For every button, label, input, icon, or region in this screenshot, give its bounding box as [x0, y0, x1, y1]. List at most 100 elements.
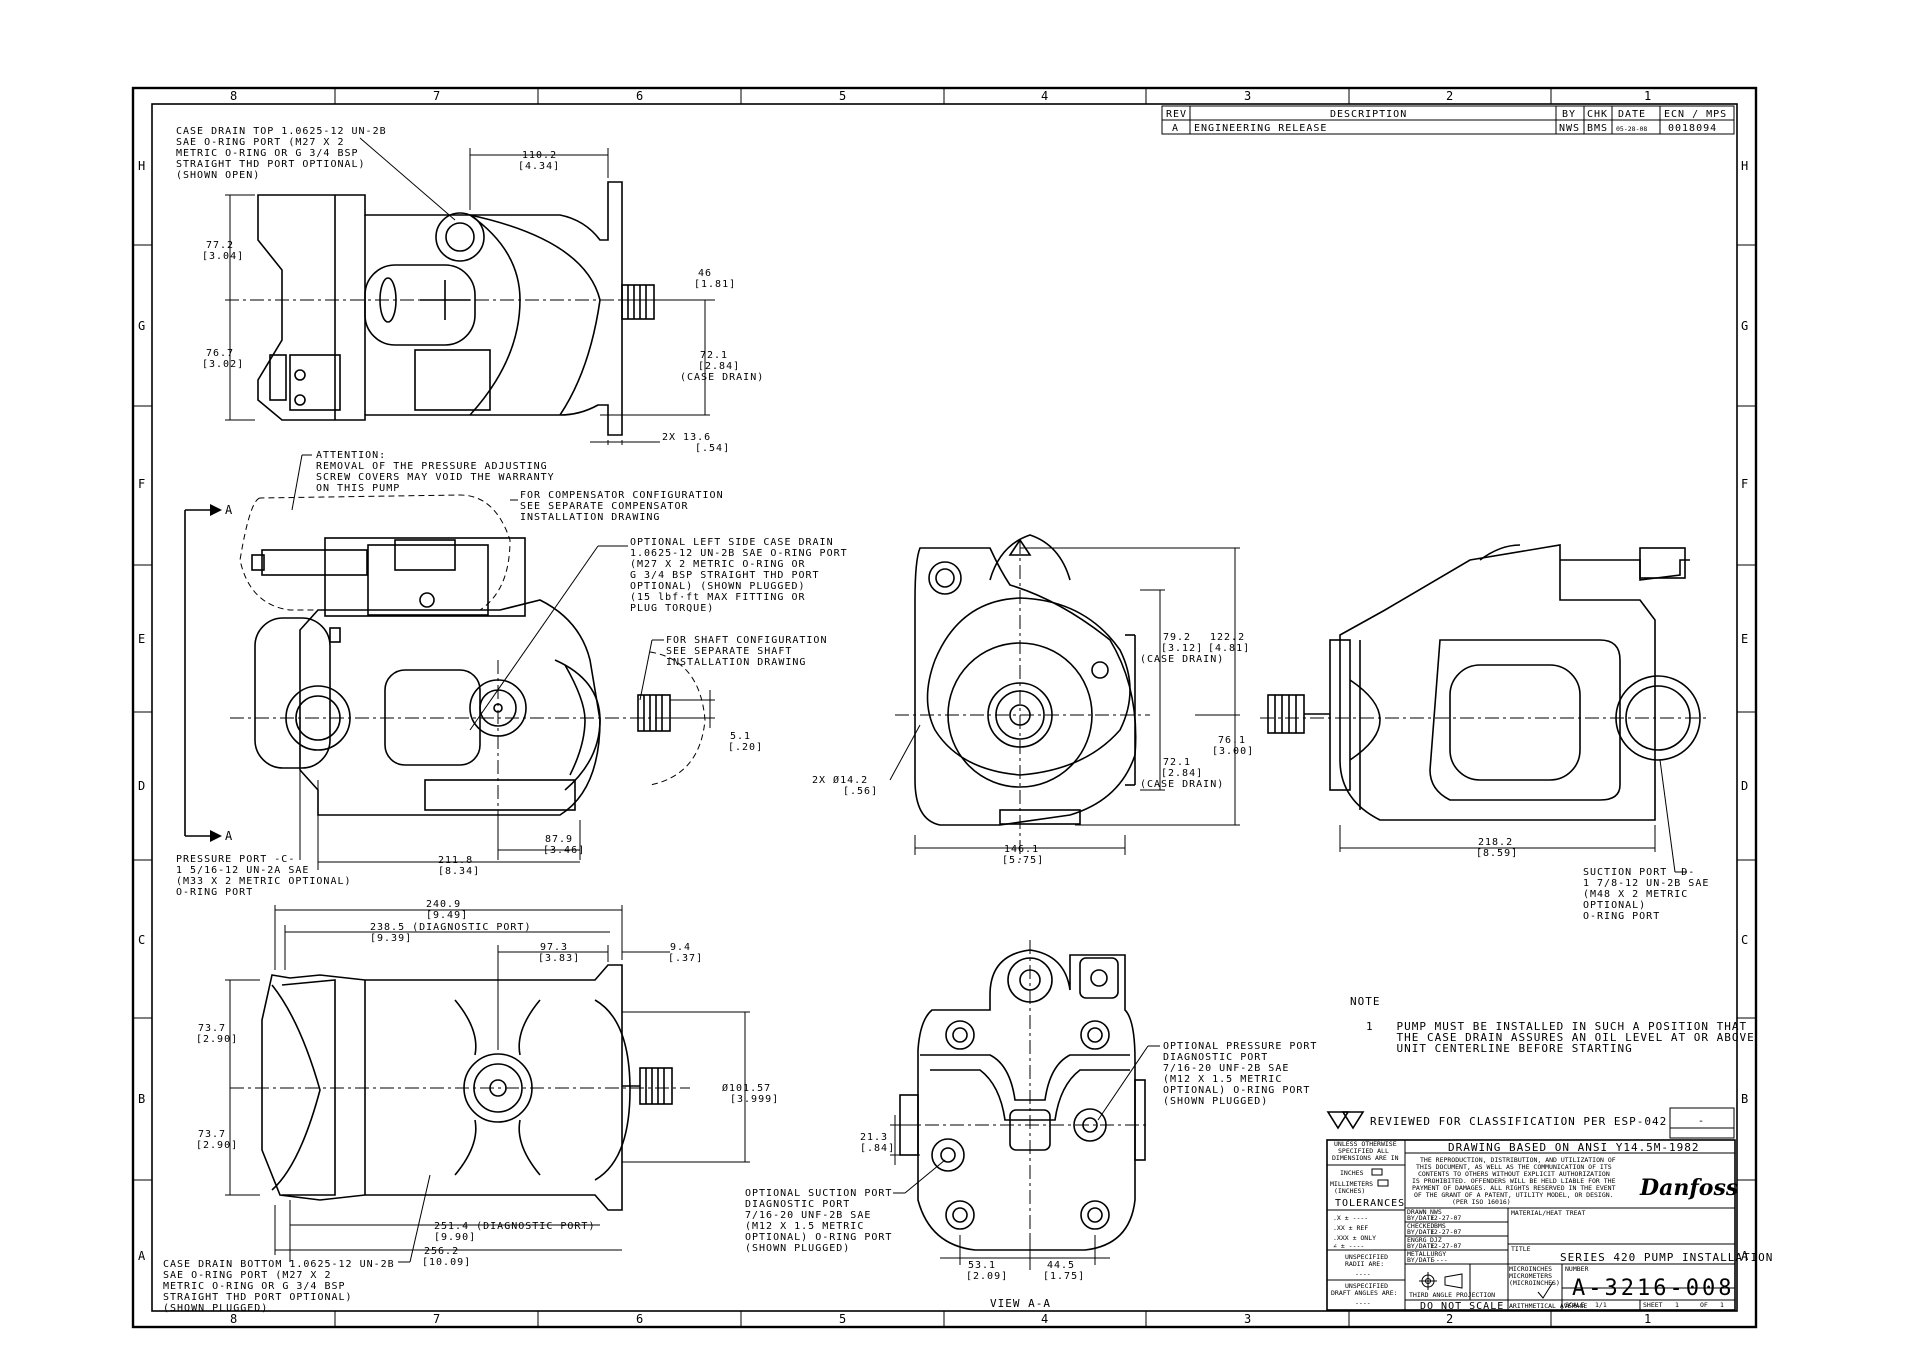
projection-label: THIRD ANGLE PROJECTION [1409, 1291, 1495, 1299]
top-view: CASE DRAIN TOP 1.0625-12 UN-2B SAE O-RIN… [176, 126, 764, 454]
finish-l1: MICROINCHES [1509, 1265, 1552, 1273]
legal-l5: PAYMENT OF DAMAGES. ALL RIGHTS RESERVED … [1412, 1184, 1616, 1192]
dim-87-9: 87.9 [545, 834, 573, 845]
rev-header-date: DATE [1618, 109, 1646, 120]
opt-suction-note-l5: OPTIONAL) O-RING PORT [745, 1232, 892, 1243]
tol-row-2: .XX ± REF [1333, 1224, 1368, 1232]
opt-suction-note-l1: OPTIONAL SUCTION PORT [745, 1188, 892, 1199]
zone-row-a-right: A [1741, 1249, 1749, 1263]
case-drain-bottom-note-l2: SAE O-RING PORT (M27 X 2 [163, 1270, 332, 1281]
view-a-a-caption: VIEW A-A [990, 1297, 1051, 1310]
bottom-view: 240.9 [9.49] 238.5 (DIAGNOSTIC PORT) [9.… [163, 899, 778, 1314]
unless-l2: SPECIFIED ALL [1338, 1147, 1389, 1155]
metallurgy-label: METALLURGY [1407, 1250, 1446, 1258]
zone-col-5-bottom: 5 [839, 1312, 846, 1326]
drawn-date: 12-27-07 [1430, 1214, 1461, 1222]
rev-header-rev: REV [1166, 109, 1187, 120]
metallurgy-bydate: BY/DATE [1407, 1256, 1434, 1264]
dim-44-5-in: [1.75] [1043, 1271, 1085, 1282]
engrg-by: DJZ [1430, 1236, 1442, 1244]
left-drain-note-l6: (15 lbf·ft MAX FITTING OR [630, 592, 806, 603]
view-a-a-outline [899, 949, 1146, 1251]
zone-col-2-bottom: 2 [1446, 1312, 1453, 1326]
sheet-border: 8 7 6 5 4 3 2 1 8 7 6 5 4 3 2 1 H G F E … [131, 86, 1758, 1329]
draft-l2: DRAFT ANGLES ARE: [1331, 1289, 1398, 1297]
sheet-number: 1 [1675, 1301, 1679, 1309]
dim-238-5-in: [9.39] [370, 933, 412, 944]
pressure-port-note-l3: (M33 X 2 METRIC OPTIONAL) [176, 876, 352, 887]
opt-pressure-note-l2: DIAGNOSTIC PORT [1163, 1052, 1268, 1063]
opt-suction-note-l6: (SHOWN PLUGGED) [745, 1243, 850, 1254]
dim-46: 46 [698, 268, 712, 279]
opt-pressure-note-l6: (SHOWN PLUGGED) [1163, 1096, 1268, 1107]
zone-row-h-left: H [138, 159, 145, 173]
dim-73-7-top: 73.7 [198, 1023, 226, 1034]
dim-101-57: Ø101.57 [722, 1082, 771, 1094]
dim-72-1-note: (CASE DRAIN) [680, 372, 764, 383]
zone-row-g-left: G [138, 319, 145, 333]
dim-110-2-in: [4.34] [518, 161, 560, 172]
front-view: A A ATTENTION: REMOVAL OF THE PRESSURE A… [176, 450, 848, 898]
zone-row-b-left: B [138, 1092, 145, 1106]
zone-row-d-right: D [1741, 779, 1748, 793]
metallurgy-value: ---- [1432, 1256, 1448, 1264]
left-drain-note-l2: 1.0625-12 UN-2B SAE O-RING PORT [630, 548, 848, 559]
dim-218-2-in: [8.59] [1476, 848, 1518, 859]
dim-218-2: 218.2 [1478, 837, 1513, 848]
shaft-note-l1: FOR SHAFT CONFIGURATION [666, 635, 827, 646]
checked-bydate: BY/DATE [1407, 1228, 1434, 1236]
left-drain-note-l1: OPTIONAL LEFT SIDE CASE DRAIN [630, 537, 834, 548]
projection-symbol-icon [1419, 1272, 1463, 1290]
draft-l3: ---- [1355, 1299, 1371, 1307]
notes-block: NOTE 1 PUMP MUST BE INSTALLED IN SUCH A … [1350, 995, 1755, 1055]
radii-l1: UNSPECIFIED [1345, 1253, 1388, 1261]
dim-238-5: 238.5 (DIAGNOSTIC PORT) [370, 922, 531, 933]
dim-21-3-in: [.84] [860, 1143, 895, 1154]
engrg-date: 12-27-07 [1430, 1242, 1461, 1250]
unless-l1: UNLESS OTHERWISE [1334, 1140, 1397, 1148]
shaft-note-l3: INSTALLATION DRAWING [666, 657, 806, 668]
end-view-outline [914, 534, 1137, 826]
opt-suction-note-l2: DIAGNOSTIC PORT [745, 1199, 850, 1210]
units-inches-checkbox [1371, 1168, 1383, 1176]
rev-value-description: ENGINEERING RELEASE [1194, 123, 1327, 134]
dim-72-1b: 72.1 [1163, 757, 1191, 768]
view-a-a: OPTIONAL PRESSURE PORT DIAGNOSTIC PORT 7… [745, 940, 1317, 1310]
zone-col-8-bottom: 8 [230, 1312, 237, 1326]
shaft-note-l2: SEE SEPARATE SHAFT [666, 646, 792, 657]
zone-col-6-bottom: 6 [636, 1312, 643, 1326]
case-drain-top-note-l5: (SHOWN OPEN) [176, 170, 260, 181]
section-mark-a-top: A [225, 503, 233, 517]
legal-l1: THE REPRODUCTION, DISTRIBUTION, AND UTIL… [1420, 1156, 1616, 1164]
zone-col-1-top: 1 [1644, 89, 1651, 103]
zone-col-7-top: 7 [433, 89, 440, 103]
zone-col-7-bottom: 7 [433, 1312, 440, 1326]
dim-79-2-note: (CASE DRAIN) [1140, 654, 1224, 665]
dim-72-1b-note: (CASE DRAIN) [1140, 779, 1224, 790]
title-block: REVIEWED FOR CLASSIFICATION PER ESP-042 … [1326, 1107, 1772, 1312]
dim-77-2-in: [3.04] [202, 251, 244, 262]
units-mm: MILLIMETERS [1330, 1180, 1373, 1188]
dim-76-1-in: [3.00] [1212, 746, 1254, 757]
dim-122-2: 122.2 [1210, 632, 1245, 643]
sheet-total: 1 [1720, 1301, 1724, 1309]
opt-pressure-note-l3: 7/16-20 UNF-2B SAE [1163, 1063, 1289, 1074]
checked-date: 12-27-07 [1430, 1228, 1461, 1236]
dim-13-6-in: [.54] [695, 443, 730, 454]
right-view: 218.2 [8.59] SUCTION PORT -D- 1 7/8-12 U… [1260, 544, 1710, 922]
rev-header-description: DESCRIPTION [1330, 109, 1407, 120]
end-view: 79.2 [3.12] (CASE DRAIN) 122.2 [4.81] 72… [812, 534, 1254, 866]
dim-211-8: 211.8 [438, 855, 473, 866]
rev-value-by: NWS [1559, 123, 1580, 134]
dim-76-7: 76.7 [206, 348, 234, 359]
opt-pressure-note-l1: OPTIONAL PRESSURE PORT [1163, 1041, 1317, 1052]
radii-l3: ---- [1355, 1270, 1371, 1278]
finish-l3: (MICROINCHES) [1509, 1279, 1560, 1287]
drawn-label: DRAWN [1407, 1208, 1427, 1216]
dim-240-9: 240.9 [426, 899, 461, 910]
note-1-l2: THE CASE DRAIN ASSURES AN OIL LEVEL AT O… [1366, 1031, 1755, 1044]
case-drain-top-note-l2: SAE O-RING PORT (M27 X 2 [176, 137, 345, 148]
right-view-outline [1267, 544, 1701, 821]
front-view-outline [251, 537, 671, 816]
compensator-note-l2: SEE SEPARATE COMPENSATOR [520, 501, 689, 512]
